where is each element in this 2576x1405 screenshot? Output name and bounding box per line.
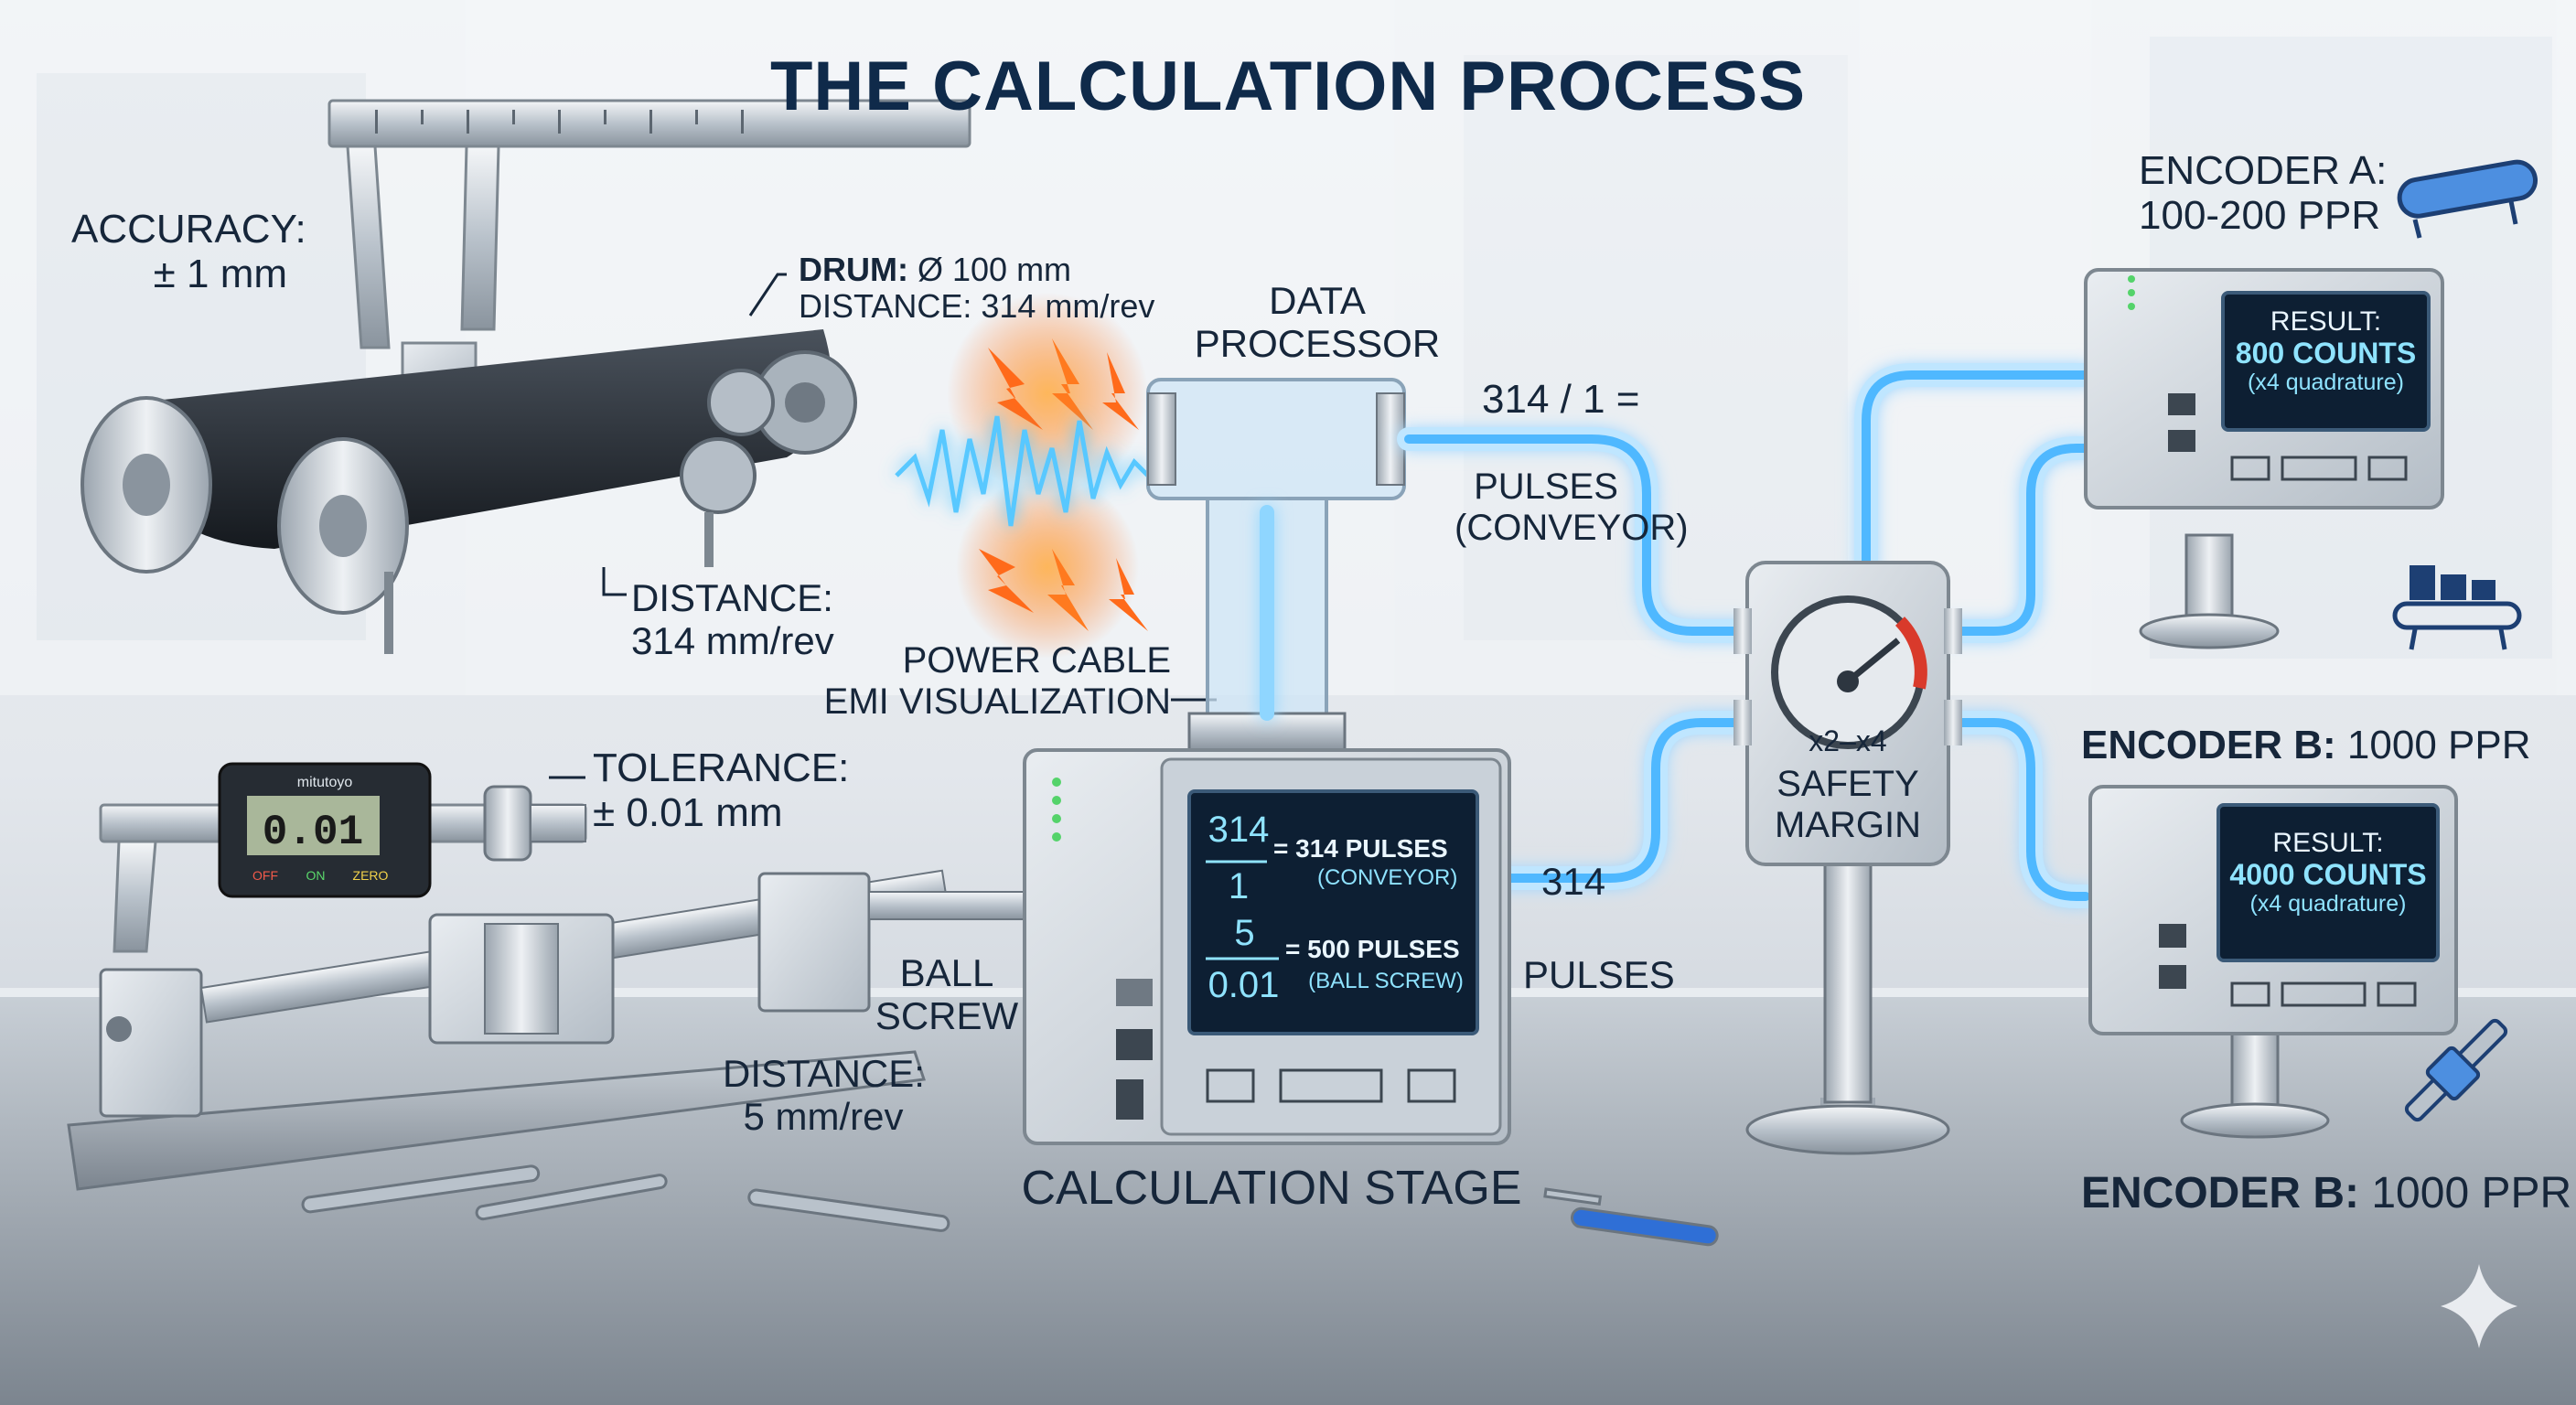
encoder-b-bottom-key: ENCODER B: bbox=[2081, 1169, 2360, 1217]
ball-screw-icon bbox=[2404, 1018, 2508, 1122]
drum-distance: DISTANCE: 314 mm/rev bbox=[799, 287, 1155, 326]
lower-pulse-value: 314 bbox=[1541, 860, 1606, 903]
encoder-a-line1: ENCODER A: bbox=[2139, 148, 2388, 193]
encoder-b-label: ENCODER B: 1000 PPR bbox=[2081, 723, 2531, 767]
drum-callout: DRUM: Ø 100 mm DISTANCE: 314 mm/rev bbox=[799, 251, 1155, 326]
encoder-b-bottom-label: ENCODER B: 1000 PPR bbox=[2081, 1169, 2571, 1218]
emi-sparks bbox=[947, 293, 1148, 659]
ball-screw-line2: SCREW bbox=[875, 994, 1019, 1038]
data-processor-label: DATA PROCESSOR bbox=[1180, 279, 1454, 365]
ball-screw-line1: BALL bbox=[899, 951, 994, 994]
conveyor-pulses-line1: PULSES bbox=[1474, 467, 1618, 507]
calc-row2-sub: (BALL SCREW) bbox=[1308, 969, 1464, 993]
caliper-display: 0.01 bbox=[263, 809, 363, 856]
calc-row1-denominator: 1 bbox=[1228, 866, 1250, 906]
conveyor-distance-callout: DISTANCE: 314 mm/rev bbox=[631, 576, 834, 662]
encoder-a-result-value: 800 COUNTS bbox=[2235, 336, 2417, 370]
accuracy-label: ACCURACY: ± 1 mm bbox=[71, 207, 306, 297]
emi-waveform bbox=[895, 415, 1150, 527]
emi-callout: POWER CABLE EMI VISUALIZATION bbox=[805, 640, 1171, 723]
encoder-b-value: 1000 PPR bbox=[2346, 723, 2531, 767]
conveyor-distance-value: 314 mm/rev bbox=[631, 619, 834, 663]
ball-screw-distance-key: DISTANCE: bbox=[723, 1052, 925, 1095]
encoder-a-unit bbox=[2084, 268, 2444, 649]
accuracy-key: ACCURACY: bbox=[71, 207, 306, 252]
digital-caliper bbox=[99, 762, 587, 953]
encoder-a-result: RESULT: 800 COUNTS (x4 quadrature) bbox=[2223, 306, 2429, 395]
accuracy-value: ± 1 mm bbox=[153, 252, 287, 297]
tolerance-value: ± 0.01 mm bbox=[593, 790, 783, 836]
conveyor-distance-key: DISTANCE: bbox=[631, 576, 833, 619]
gauge-range-label: x2–x4 bbox=[1809, 724, 1887, 757]
ball-screw-distance-value: 5 mm/rev bbox=[743, 1095, 904, 1139]
safety-margin-label: SAFETY MARGIN bbox=[1761, 764, 1935, 846]
calc-row2-numerator: 5 bbox=[1234, 913, 1255, 953]
ball-screw-label: BALL SCREW bbox=[869, 951, 1025, 1037]
encoder-b-result-value: 4000 COUNTS bbox=[2229, 857, 2427, 891]
encoder-b-result-sub: (x4 quadrature) bbox=[2249, 891, 2407, 917]
encoder-b-bottom-value: 1000 PPR bbox=[2371, 1169, 2572, 1217]
encoder-a-label: ENCODER A: 100-200 PPR bbox=[2139, 148, 2387, 239]
ball-screw-distance-callout: DISTANCE: 5 mm/rev bbox=[723, 1052, 925, 1139]
caliper-button-on: ON bbox=[306, 868, 326, 883]
encoder-b-key: ENCODER B: bbox=[2081, 723, 2336, 767]
calc-row1-numerator: 314 bbox=[1208, 810, 1270, 850]
data-processor-line1: DATA bbox=[1269, 279, 1366, 322]
page-title: THE CALCULATION PROCESS bbox=[769, 48, 1807, 125]
data-processor-line2: PROCESSOR bbox=[1194, 322, 1441, 366]
encoder-b-unit bbox=[2088, 785, 2458, 1139]
conveyor-icon bbox=[2397, 159, 2538, 239]
boxes-on-conveyor-icon bbox=[2392, 565, 2522, 650]
encoder-b-result-label: RESULT: bbox=[2272, 828, 2384, 858]
conveyor-pulses-line2: (CONVEYOR) bbox=[1454, 507, 1689, 548]
drum-key: DRUM: bbox=[799, 251, 908, 288]
encoder-b-result: RESULT: 4000 COUNTS (x4 quadrature) bbox=[2218, 828, 2438, 917]
tolerance-callout: TOLERANCE: ± 0.01 mm bbox=[593, 745, 849, 836]
ball-screw-illustration bbox=[67, 869, 1035, 1191]
emi-line1: POWER CABLE bbox=[902, 640, 1171, 681]
encoder-a-result-label: RESULT: bbox=[2270, 306, 2382, 337]
signal-flow-lines bbox=[1260, 363, 2098, 908]
conveyor-formula: 314 / 1 = bbox=[1482, 377, 1640, 422]
encoder-a-line2: 100-200 PPR bbox=[2139, 193, 2381, 239]
safety-margin-line2: MARGIN bbox=[1775, 804, 1921, 845]
calc-row1-result: = 314 PULSES bbox=[1273, 834, 1448, 863]
calc-row2-denominator: 0.01 bbox=[1208, 965, 1280, 1005]
calculation-stage-unit bbox=[1023, 748, 1511, 1145]
calc-row2-result: = 500 PULSES bbox=[1285, 935, 1460, 963]
sparkle-icon bbox=[2441, 1264, 2517, 1348]
emi-line2: EMI VISUALIZATION bbox=[823, 681, 1171, 722]
distance-leader-line bbox=[602, 567, 627, 596]
encoder-a-result-sub: (x4 quadrature) bbox=[2248, 370, 2404, 396]
tolerance-key: TOLERANCE: bbox=[593, 745, 850, 790]
calc-row1-sub: (CONVEYOR) bbox=[1317, 865, 1458, 890]
calculation-stage-label: CALCULATION STAGE bbox=[1021, 1162, 1522, 1215]
drum-leader-line bbox=[748, 273, 787, 316]
safety-margin-unit bbox=[1733, 561, 1962, 1155]
caliper-button-off: OFF bbox=[252, 868, 278, 883]
conveyor-illustration bbox=[80, 99, 971, 654]
hand-tools bbox=[301, 1164, 1719, 1247]
caliper-scale-ticks bbox=[375, 110, 744, 134]
caliper-button-zero: ZERO bbox=[353, 868, 389, 883]
lower-pulses-label: PULSES bbox=[1523, 953, 1675, 996]
conveyor-pulses-label: PULSES (CONVEYOR) bbox=[1454, 467, 1689, 549]
safety-margin-line1: SAFETY bbox=[1776, 764, 1919, 804]
drum-value: Ø 100 mm bbox=[918, 251, 1072, 288]
caliper-brand: mitutoyo bbox=[297, 775, 353, 790]
